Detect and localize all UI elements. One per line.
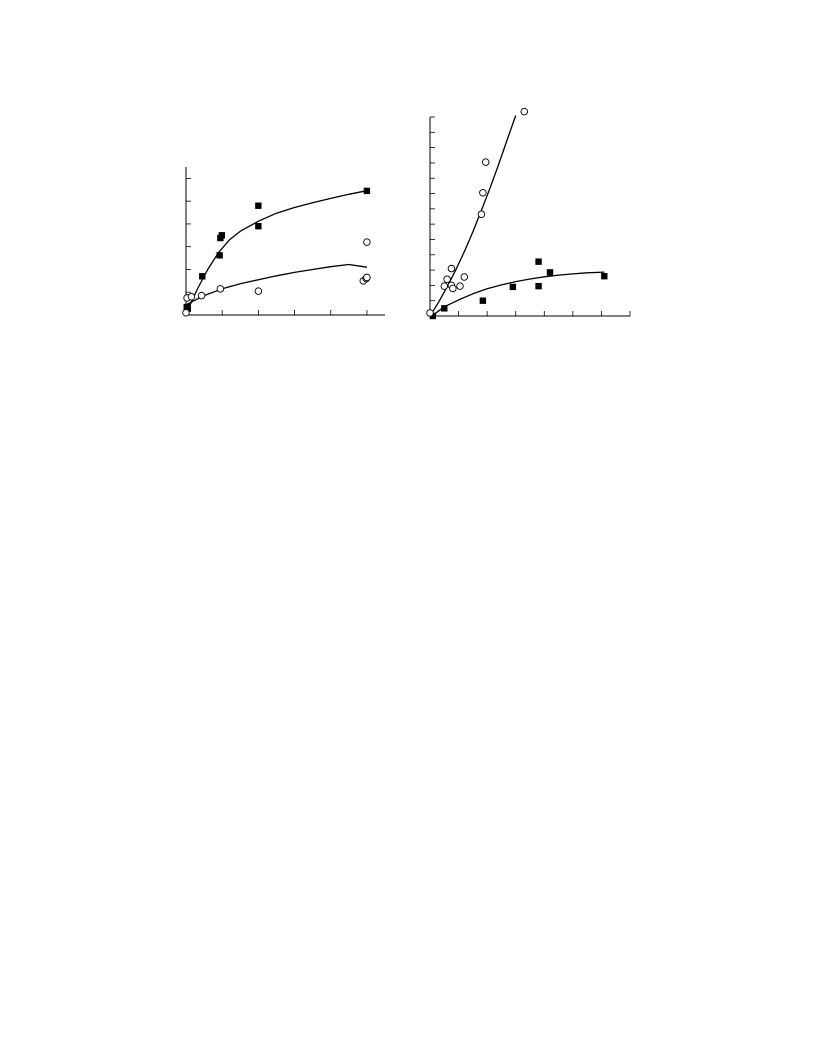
- data-point-open-circle: [449, 284, 457, 293]
- data-point-open-circle: [447, 264, 456, 273]
- data-point-open-circle: [187, 293, 196, 301]
- data-point-filled-square: [479, 297, 487, 304]
- data-point-open-circle: [443, 275, 451, 284]
- data-point-open-circle: [426, 309, 434, 317]
- data-point-filled-square: [429, 312, 437, 320]
- data-point-open-circle: [182, 308, 190, 317]
- chart-1: [182, 167, 385, 317]
- data-point-open-circle: [363, 238, 371, 246]
- data-point-open-circle: [456, 282, 464, 290]
- chart-2: [426, 107, 631, 320]
- data-point-filled-square: [216, 252, 223, 259]
- data-point-open-circle: [197, 291, 206, 300]
- data-point-open-circle: [477, 210, 486, 218]
- data-point-filled-square: [601, 273, 608, 280]
- data-point-filled-square: [535, 258, 542, 265]
- data-point-filled-square: [255, 223, 262, 230]
- fit-curve-series-2: [429, 115, 517, 317]
- data-point-open-circle: [481, 158, 490, 166]
- data-point-open-circle: [520, 107, 529, 116]
- data-point-open-circle: [254, 287, 263, 295]
- data-point-open-circle: [479, 189, 487, 197]
- data-point-filled-square: [509, 283, 517, 291]
- data-point-filled-square: [218, 232, 226, 239]
- data-point-open-circle: [363, 273, 371, 282]
- data-point-filled-square: [441, 305, 448, 312]
- fit-curve-series-1: [432, 271, 605, 316]
- data-point-filled-square: [363, 187, 371, 195]
- data-point-filled-square: [546, 269, 554, 276]
- fit-curve-series-2: [185, 263, 367, 306]
- data-point-filled-square: [535, 282, 542, 290]
- data-point-filled-square: [184, 305, 192, 312]
- data-point-open-circle: [460, 273, 469, 281]
- data-point-filled-square: [199, 273, 206, 280]
- data-point-open-circle: [440, 282, 449, 290]
- data-point-filled-square: [255, 202, 262, 209]
- data-point-open-circle: [216, 285, 225, 293]
- fit-curve-series-1: [185, 190, 368, 315]
